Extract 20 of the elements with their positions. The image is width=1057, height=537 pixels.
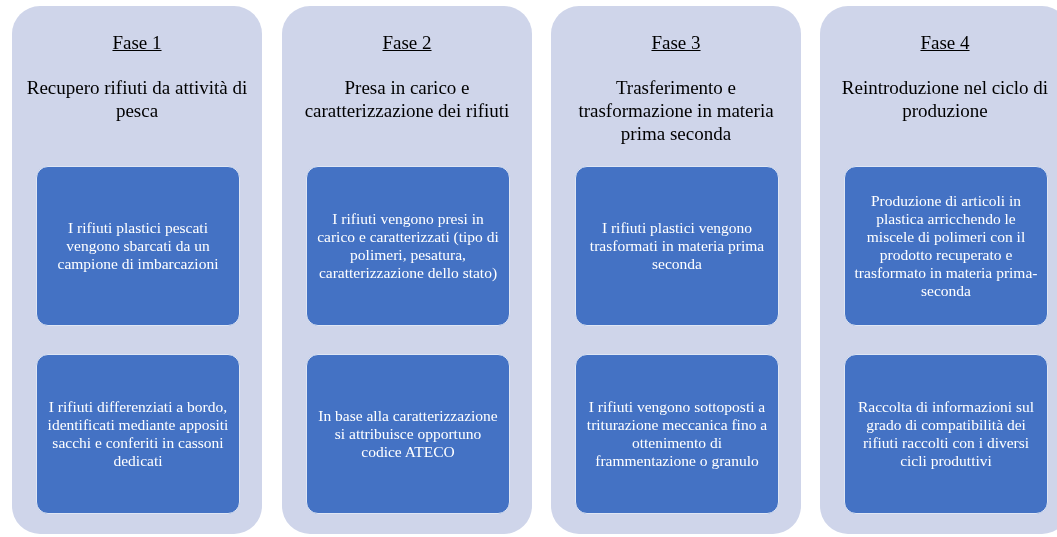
step-card: I rifiuti differenziati a bordo, identificati mediante appositi sacchi e conferiti in cassoni dedicati: [36, 354, 240, 514]
step-card: Raccolta di informazioni sul grado di compatibilità dei rifiuti raccolti con i diversi cicli produttivi: [844, 354, 1048, 514]
phase-title: Fase 2: [382, 32, 432, 53]
phase-heading: Presa in carico e caratterizzazione dei rifiuti: [304, 77, 510, 121]
phase-panel: [12, 6, 262, 534]
phase-title: Fase 3: [651, 32, 701, 53]
phase-title: Fase 1: [112, 32, 162, 53]
phase-heading: Trasferimento e trasformazione in materia prima seconda: [578, 77, 774, 144]
phase-title: Fase 4: [920, 32, 970, 53]
phase-heading: Recupero rifiuti da attività di pesca: [26, 77, 248, 121]
step-card: I rifiuti plastici pescati vengono sbarcati da un campione di imbarcazioni: [36, 166, 240, 326]
phase-panel: [820, 6, 1057, 534]
step-card: I rifiuti plastici vengono trasformati in materia prima seconda: [575, 166, 779, 326]
step-card: I rifiuti vengono presi in carico e caratterizzati (tipo di polimeri, pesatura, caratterizzazione dello stato): [306, 166, 510, 326]
phase-panel: [282, 6, 532, 534]
phase-heading: Reintroduzione nel ciclo di produzione: [841, 77, 1049, 121]
step-card: In base alla caratterizzazione si attribuisce opportuno codice ATECO: [306, 354, 510, 514]
phase-panel: [551, 6, 801, 534]
step-card: Produzione di articoli in plastica arricchendo le miscele di polimeri con il prodotto recuperato e trasformato in materia prima-seconda: [844, 166, 1048, 326]
step-card: I rifiuti vengono sottoposti a triturazione meccanica fino a ottenimento di frammentazione o granulo: [575, 354, 779, 514]
